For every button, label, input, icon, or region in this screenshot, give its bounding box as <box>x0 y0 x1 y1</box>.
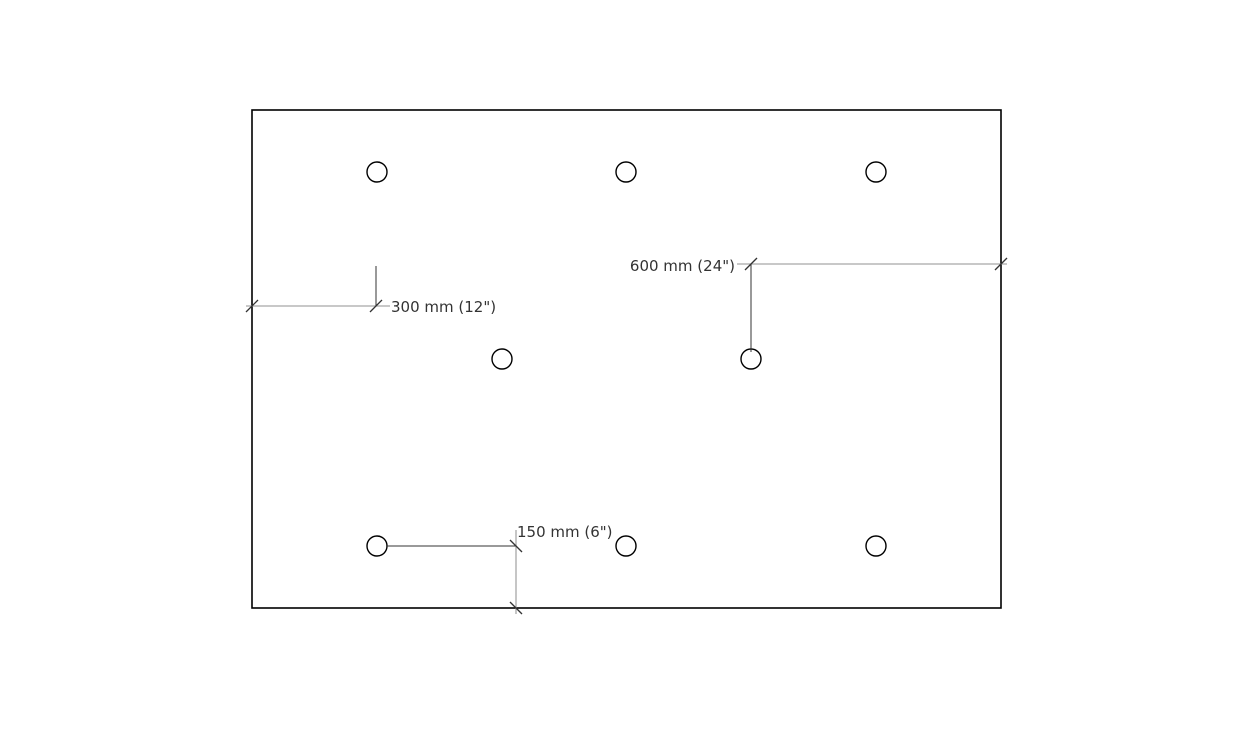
dimension-label-bottom: 150 mm (6") <box>517 523 613 541</box>
panel-outline <box>251 109 1002 609</box>
hole-bottom-right <box>865 535 887 557</box>
dimension-label-left: 300 mm (12") <box>391 298 496 316</box>
hole-middle-left <box>491 348 513 370</box>
hole-top-center <box>615 161 637 183</box>
holes <box>366 161 887 557</box>
tick-mark <box>369 299 383 313</box>
hole-bottom-center <box>615 535 637 557</box>
dimension-label-right: 600 mm (24") <box>630 257 735 275</box>
hole-top-right <box>865 161 887 183</box>
dimension-150mm: 150 mm (6") <box>387 523 613 615</box>
hole-top-left <box>366 161 388 183</box>
dimension-600mm: 600 mm (24") <box>630 257 1008 352</box>
tick-mark <box>245 299 259 313</box>
tick-mark <box>509 601 523 615</box>
tick-mark <box>994 257 1008 271</box>
tick-mark <box>509 539 523 553</box>
hole-bottom-left <box>366 535 388 557</box>
dimension-300mm: 300 mm (12") <box>245 266 496 316</box>
tick-mark <box>744 257 758 271</box>
